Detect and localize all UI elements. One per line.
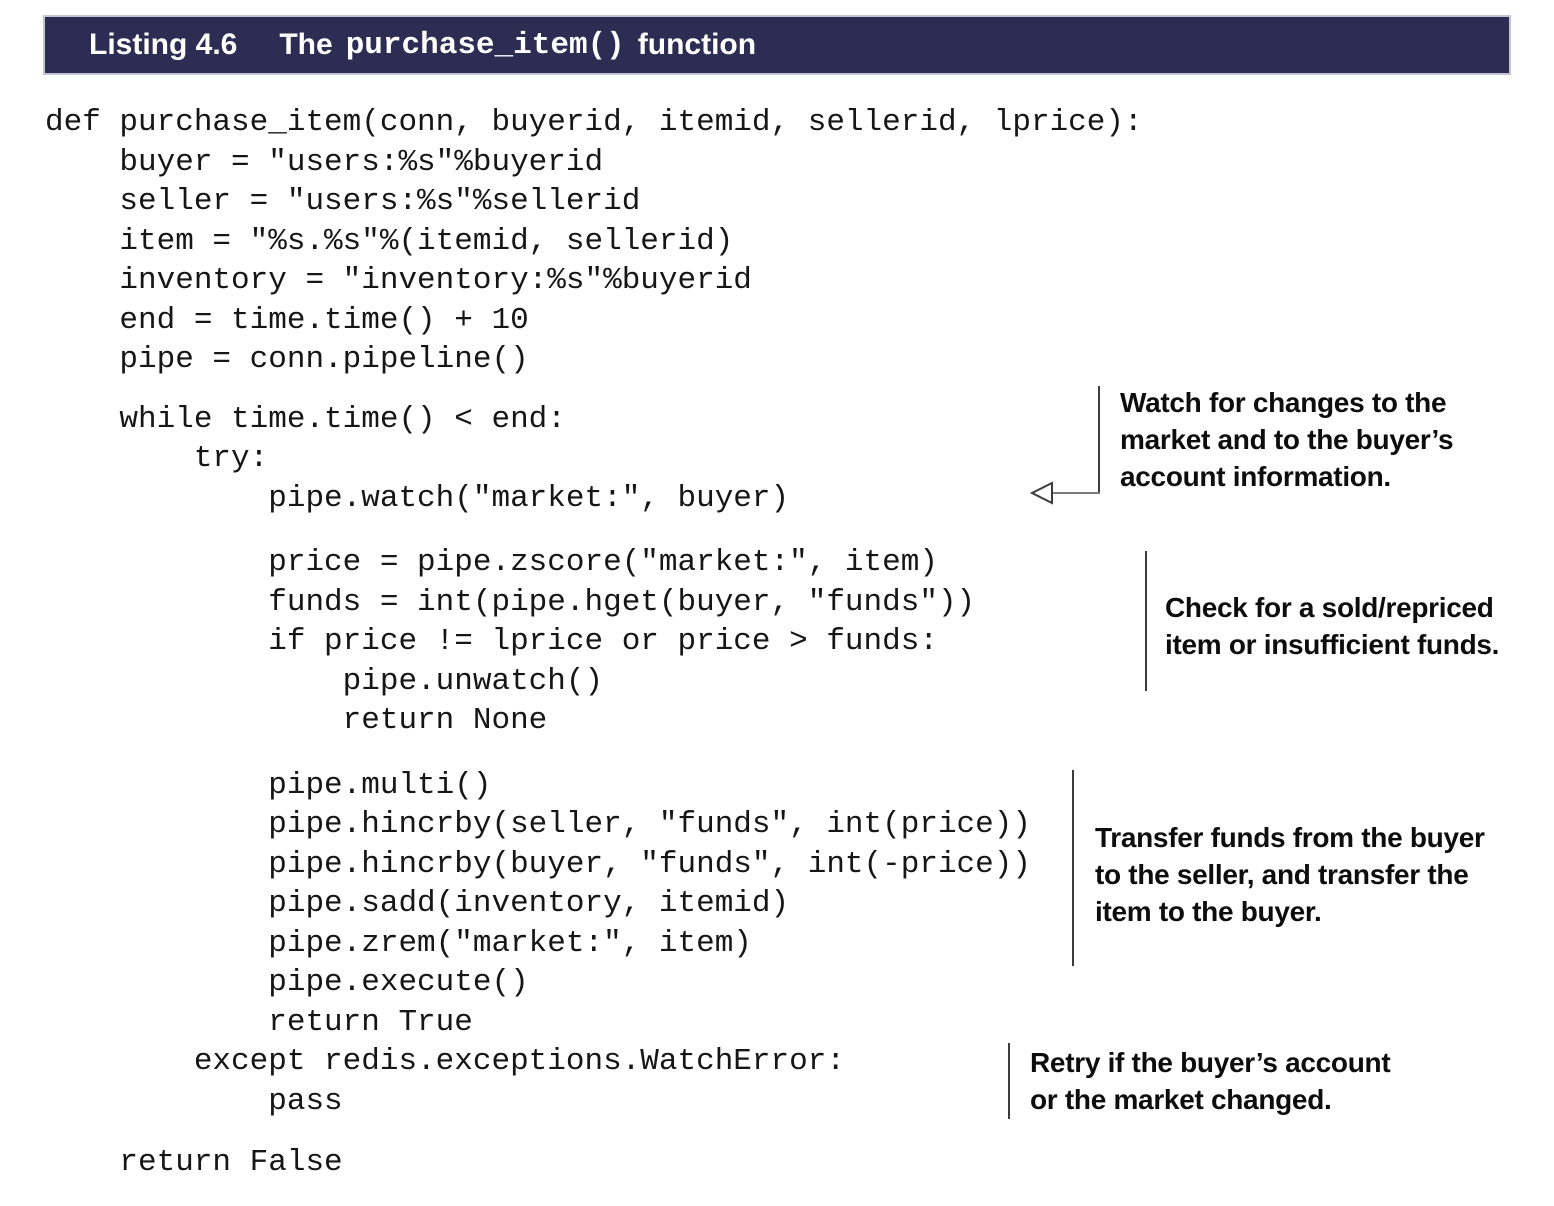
listing-number-label: Listing 4.6 (89, 28, 238, 61)
annotation-rule-transfer (1072, 770, 1074, 966)
listing-title-suffix: function (637, 28, 757, 61)
code-block-return: return False (45, 1145, 343, 1180)
arrowhead-icon (1029, 481, 1053, 505)
code-listing: def purchase_item(conn, buyerid, itemid,… (45, 103, 1143, 1183)
callout-arrow-vertical-line (1098, 386, 1100, 494)
annotation-watch: Watch for changes to the market and to t… (1120, 387, 1454, 492)
callout-arrow-horizontal-line (1053, 492, 1100, 494)
code-block-check: price = pipe.zscore("market:", item) fun… (268, 545, 976, 738)
annotation-transfer: Transfer funds from the buyer to the sel… (1095, 822, 1485, 927)
listing-title-function-name: purchase_item() (345, 27, 625, 63)
annotation-rule-check (1145, 551, 1147, 691)
annotation-check: Check for a sold/repriced item or insuff… (1165, 592, 1500, 660)
code-block-setup: def purchase_item(conn, buyerid, itemid,… (45, 105, 1143, 377)
code-block-transfer: pipe.multi() pipe.hincrby(seller, "funds… (193, 767, 1031, 1119)
annotation-retry: Retry if the buyer’s account or the mark… (1030, 1047, 1391, 1115)
code-block-watch: while time.time() < end: try: pipe.watch… (119, 401, 790, 516)
annotation-rule-retry (1008, 1043, 1010, 1119)
listing-header-bar: Listing 4.6 The purchase_item() function (43, 15, 1511, 75)
listing-title-prefix: The (279, 28, 333, 61)
